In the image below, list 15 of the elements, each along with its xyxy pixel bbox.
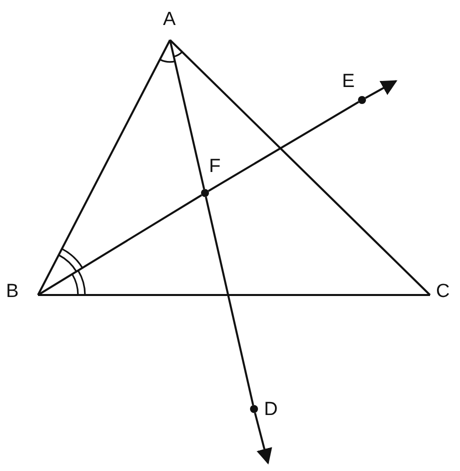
point-label: D [264,400,278,420]
line-segment [208,101,360,192]
line-segment [169,39,431,296]
ray-arrow [254,412,272,465]
point-label: B [6,282,19,302]
line-segment [37,194,202,296]
ray-arrow [365,80,398,99]
point-label: C [436,282,450,302]
point-label: F [209,157,221,177]
line-segment [204,196,254,406]
line-segment [38,294,430,296]
point-label: E [342,72,355,92]
line-segment [169,40,206,190]
point-label: A [163,10,176,30]
line-segment [37,40,171,296]
